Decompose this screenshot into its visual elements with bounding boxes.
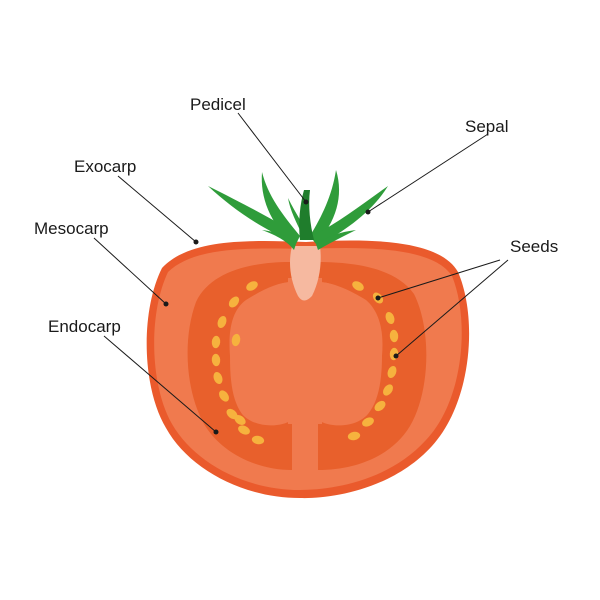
dot-exocarp [194,240,199,245]
pedicel-stem [299,190,314,240]
sepal-calyx [208,170,388,250]
label-seeds: Seeds [510,237,558,256]
dot-seeds-b [394,354,399,359]
label-sepal: Sepal [465,117,508,136]
leader-sepal [368,134,488,212]
dot-pedicel [304,200,309,205]
dot-endocarp [214,430,219,435]
label-endocarp: Endocarp [48,317,121,336]
dot-sepal [366,210,371,215]
leader-exocarp [118,176,196,242]
leader-mesocarp [94,238,166,304]
label-exocarp: Exocarp [74,157,136,176]
dot-seeds-a [376,296,381,301]
leader-pedicel [238,113,306,202]
label-pedicel: Pedicel [190,95,246,114]
dot-mesocarp [164,302,169,307]
label-mesocarp: Mesocarp [34,219,109,238]
